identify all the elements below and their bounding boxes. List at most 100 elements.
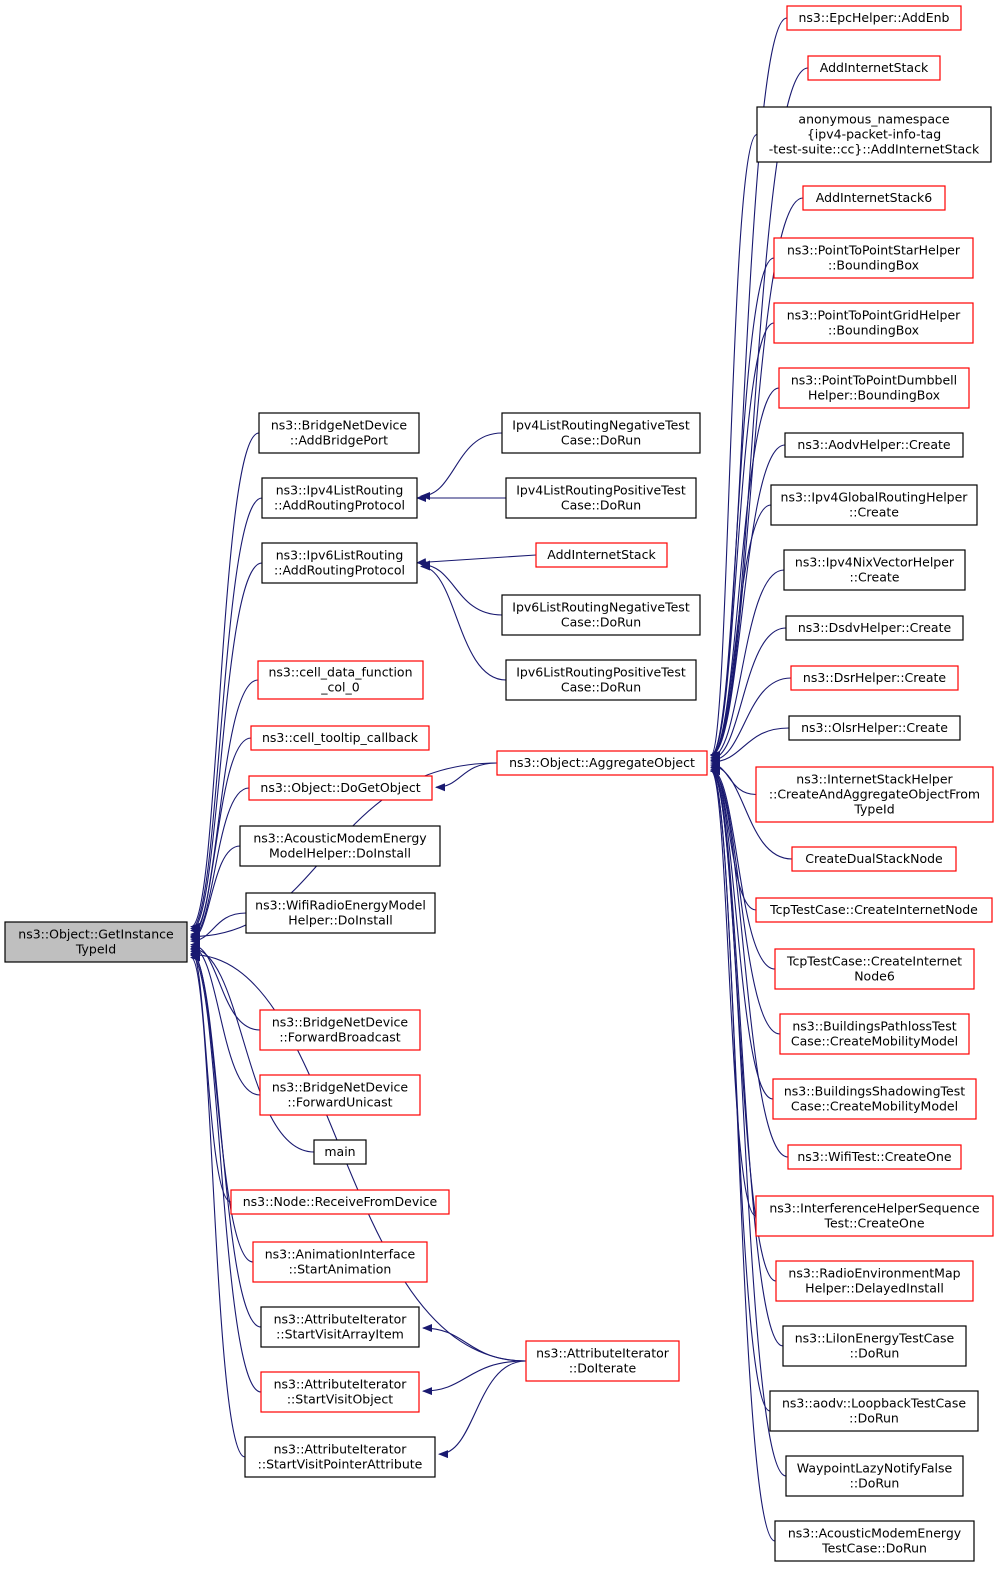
- node-label-line: TypeId: [75, 942, 116, 957]
- node-label-line: Ipv6ListRoutingPositiveTest: [516, 665, 686, 680]
- node-box: [501, 594, 701, 636]
- node-object-dogetobject[interactable]: ns3::Object::DoGetObject: [248, 775, 433, 801]
- node-label-line: ns3::InterferenceHelperSequence: [769, 1201, 980, 1216]
- node-label-line: ns3::Ipv4ListRouting: [276, 483, 404, 498]
- node-node-receivefromdevice[interactable]: ns3::Node::ReceiveFromDevice: [230, 1189, 450, 1215]
- node-label-line: ns3::Object::AggregateObject: [509, 755, 695, 770]
- node-ipv4list-addrouting[interactable]: ns3::Ipv4ListRouting::AddRoutingProtocol: [261, 477, 418, 519]
- call-edge: [710, 257, 775, 759]
- node-anon-addinternetstack[interactable]: anonymous_namespace{ipv4-packet-info-tag…: [756, 106, 992, 163]
- node-box: [258, 412, 420, 454]
- node-label-line: ::StartAnimation: [289, 1262, 392, 1277]
- node-label-line: Node6: [854, 969, 895, 984]
- node-liion-dorun[interactable]: ns3::LiIonEnergyTestCase::DoRun: [782, 1325, 967, 1367]
- node-interference-createone[interactable]: ns3::InterferenceHelperSequenceTest::Cre…: [755, 1195, 994, 1237]
- node-box: [770, 484, 978, 526]
- node-label-line: TypeId: [853, 802, 894, 817]
- call-edge: [710, 67, 809, 759]
- node-addinternetstack-mid[interactable]: AddInternetStack: [535, 542, 668, 568]
- graph-nodes: ns3::Object::GetInstanceTypeIdns3::Bridg…: [4, 5, 994, 1562]
- node-label-line: ns3::aodv::LoopbackTestCase: [782, 1396, 966, 1411]
- node-label-line: ns3::OlsrHelper::Create: [801, 720, 948, 735]
- node-radioenvmap-delayed[interactable]: ns3::RadioEnvironmentMapHelper::DelayedI…: [775, 1260, 974, 1302]
- call-edge: [190, 432, 260, 931]
- node-dsr-create[interactable]: ns3::DsrHelper::Create: [790, 665, 959, 691]
- node-box: [4, 921, 188, 963]
- node-box: [239, 825, 441, 867]
- node-attr-startvisitpointer[interactable]: ns3::AttributeIterator::StartVisitPointe…: [244, 1436, 436, 1478]
- node-dsdv-create[interactable]: ns3::DsdvHelper::Create: [785, 615, 964, 641]
- node-box: [779, 1013, 970, 1055]
- node-createdualstacknode[interactable]: CreateDualStackNode: [791, 846, 957, 872]
- node-p2pdumbbell-bbox[interactable]: ns3::PointToPointDumbbellHelper::Boundin…: [778, 367, 970, 409]
- node-label-line: ns3::AttributeIterator: [274, 1312, 408, 1327]
- node-wifitest-createone[interactable]: ns3::WifiTest::CreateOne: [787, 1144, 962, 1170]
- call-edge: [710, 767, 789, 1158]
- node-box: [807, 55, 941, 81]
- node-label-line: ns3::Node::ReceiveFromDevice: [243, 1194, 438, 1209]
- node-cell-tooltip[interactable]: ns3::cell_tooltip_callback: [250, 725, 430, 751]
- node-attr-doiterate[interactable]: ns3::AttributeIterator::DoIterate: [525, 1340, 680, 1382]
- node-buildingspathloss-mobility[interactable]: ns3::BuildingsPathlossTestCase::CreateMo…: [779, 1013, 970, 1055]
- node-box: [783, 549, 966, 591]
- node-label-line: Case::DoRun: [561, 433, 641, 448]
- node-acoustic-doinstall[interactable]: ns3::AcousticModemEnergyModelHelper::DoI…: [239, 825, 441, 867]
- node-ipv4global-create[interactable]: ns3::Ipv4GlobalRoutingHelper::Create: [770, 484, 978, 526]
- node-label-line: Case::DoRun: [561, 498, 641, 513]
- node-aodv-loopback-dorun[interactable]: ns3::aodv::LoopbackTestCase::DoRun: [769, 1390, 979, 1432]
- call-edge: [190, 497, 263, 933]
- node-label-line: ns3::AodvHelper::Create: [797, 437, 950, 452]
- node-label-line: anonymous_namespace: [798, 112, 949, 127]
- node-p2pstar-bbox[interactable]: ns3::PointToPointStarHelper::BoundingBox: [773, 237, 974, 279]
- node-bridge-addbridgeport[interactable]: ns3::BridgeNetDevice::AddBridgePort: [258, 412, 420, 454]
- node-bridge-forwardbroadcast[interactable]: ns3::BridgeNetDevice::ForwardBroadcast: [259, 1009, 421, 1051]
- node-box: [313, 1139, 367, 1165]
- node-box: [525, 1340, 680, 1382]
- node-epc-addenb[interactable]: ns3::EpcHelper::AddEnb: [786, 5, 962, 31]
- node-box: [769, 1390, 979, 1432]
- node-label-line: Ipv4ListRoutingNegativeTest: [512, 418, 690, 433]
- node-box: [259, 1009, 421, 1051]
- node-ipv4nix-create[interactable]: ns3::Ipv4NixVectorHelper::Create: [783, 549, 966, 591]
- node-attr-startvisitarray[interactable]: ns3::AttributeIterator::StartVisitArrayI…: [260, 1306, 420, 1348]
- node-box: [755, 1195, 994, 1237]
- node-label-line: ns3::BuildingsPathlossTest: [792, 1019, 956, 1034]
- node-main[interactable]: main: [313, 1139, 367, 1165]
- node-aodv-create[interactable]: ns3::AodvHelper::Create: [784, 432, 964, 458]
- node-wifiradio-doinstall[interactable]: ns3::WifiRadioEnergyModelHelper::DoInsta…: [245, 892, 436, 934]
- node-waypoint-dorun[interactable]: WaypointLazyNotifyFalse::DoRun: [785, 1455, 964, 1497]
- node-label-line: WaypointLazyNotifyFalse: [797, 1461, 953, 1476]
- node-label-line: ns3::DsdvHelper::Create: [798, 620, 952, 635]
- node-internetstack-createaggregate[interactable]: ns3::InternetStackHelper::CreateAndAggre…: [755, 766, 994, 823]
- node-label-line: Case::DoRun: [561, 615, 641, 630]
- node-box: [261, 542, 418, 584]
- node-p2pgrid-bbox[interactable]: ns3::PointToPointGridHelper::BoundingBox: [773, 302, 974, 344]
- node-cell-data-function[interactable]: ns3::cell_data_function_col_0: [257, 660, 424, 700]
- node-label-line: ::StartVisitObject: [287, 1392, 393, 1407]
- call-edge: [710, 767, 757, 1217]
- node-addinternetstack6[interactable]: AddInternetStack6: [802, 185, 946, 211]
- node-label-line: ns3::AcousticModemEnergy: [788, 1526, 962, 1541]
- node-box: [496, 750, 708, 776]
- node-aggregateobject[interactable]: ns3::Object::AggregateObject: [496, 750, 708, 776]
- node-box: [535, 542, 668, 568]
- node-addinternetstack-r[interactable]: AddInternetStack: [807, 55, 941, 81]
- node-bridge-forwardunicast[interactable]: ns3::BridgeNetDevice::ForwardUnicast: [259, 1074, 421, 1116]
- node-tcp-createinternetnode[interactable]: TcpTestCase::CreateInternetNode: [755, 897, 993, 923]
- node-ipv6list-addrouting[interactable]: ns3::Ipv6ListRouting::AddRoutingProtocol: [261, 542, 418, 584]
- node-box: [252, 1241, 428, 1283]
- node-label-line: ns3::Object::GetInstance: [18, 927, 174, 942]
- node-attr-startvisitobject[interactable]: ns3::AttributeIterator::StartVisitObject: [260, 1371, 420, 1413]
- node-label-line: ns3::RadioEnvironmentMap: [788, 1266, 960, 1281]
- node-animation-start[interactable]: ns3::AnimationInterface::StartAnimation: [252, 1241, 428, 1283]
- node-buildingsshadowing-mobility[interactable]: ns3::BuildingsShadowingTestCase::CreateM…: [772, 1078, 977, 1120]
- node-olsr-create[interactable]: ns3::OlsrHelper::Create: [788, 715, 961, 741]
- node-label-line: ::AddRoutingProtocol: [274, 563, 405, 578]
